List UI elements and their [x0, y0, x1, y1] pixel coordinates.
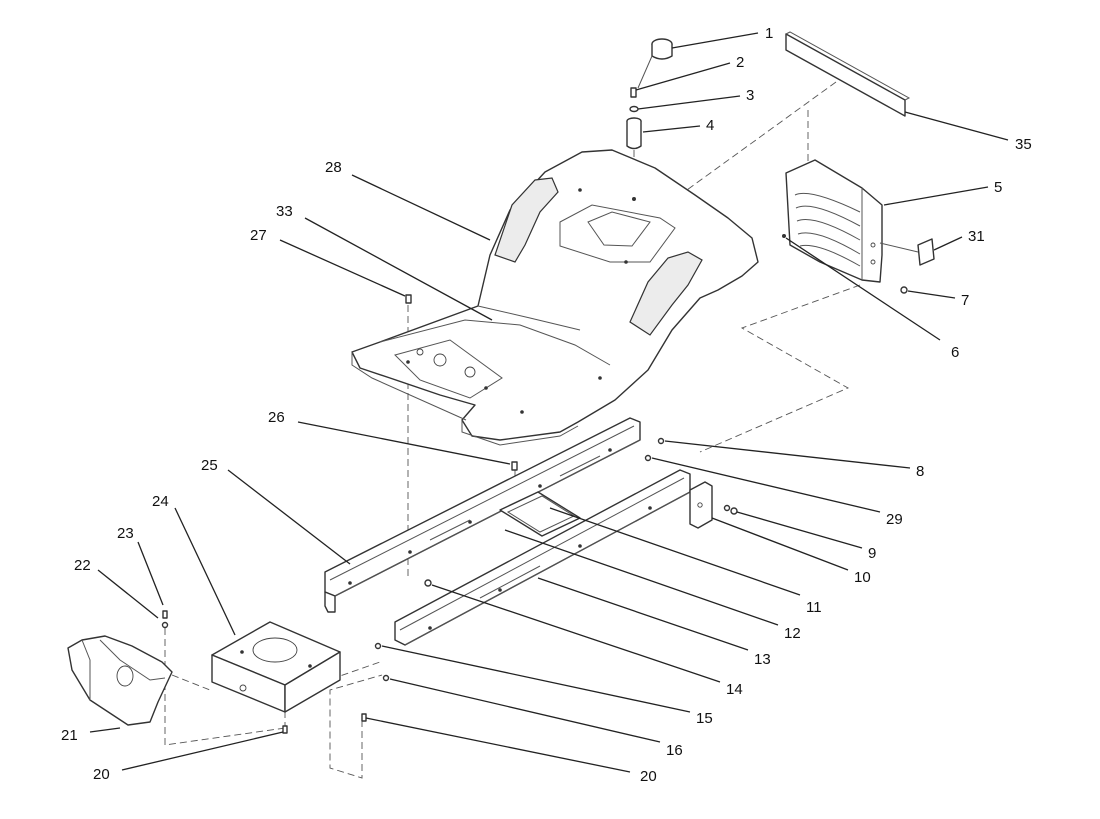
part-small-hardware — [161, 437, 738, 734]
callout-22: 22 — [74, 557, 91, 574]
part-frame-rail-left — [324, 417, 641, 613]
callout-24: 24 — [152, 493, 169, 510]
part-grille-screw — [900, 286, 908, 294]
callout-31: 31 — [968, 228, 985, 245]
callout-15: 15 — [696, 710, 713, 727]
callout-35: 35 — [1015, 136, 1032, 153]
callout-10: 10 — [854, 569, 871, 586]
callout-7: 7 — [961, 292, 969, 309]
callout-20-right: 20 — [640, 768, 657, 785]
callout-group: 1 2 3 4 35 5 31 7 6 28 33 27 26 — [61, 25, 1032, 785]
part-knob — [637, 38, 673, 89]
part-bolt-frame — [511, 461, 518, 471]
callout-2: 2 — [736, 54, 744, 71]
callout-1: 1 — [765, 25, 773, 42]
part-rear-bracket — [689, 481, 713, 529]
callout-14: 14 — [726, 681, 743, 698]
callout-5: 5 — [994, 179, 1002, 196]
callout-25: 25 — [201, 457, 218, 474]
callout-28: 28 — [325, 159, 342, 176]
callout-6: 6 — [951, 344, 959, 361]
part-bar — [785, 31, 911, 117]
part-decal — [879, 238, 935, 266]
callout-29: 29 — [886, 511, 903, 528]
callout-33: 33 — [276, 203, 293, 220]
part-screw-washer — [629, 87, 639, 113]
callout-13: 13 — [754, 651, 771, 668]
callout-21: 21 — [61, 727, 78, 744]
callout-9: 9 — [868, 545, 876, 562]
callout-4: 4 — [706, 117, 714, 134]
callout-12: 12 — [784, 625, 801, 642]
callout-11: 11 — [806, 599, 822, 616]
part-spacer — [626, 117, 642, 150]
part-bolt-upper — [405, 294, 412, 304]
part-front-bracket — [67, 635, 173, 726]
callout-26: 26 — [268, 409, 285, 426]
callout-20-left: 20 — [93, 766, 110, 783]
part-base-plate — [211, 621, 341, 713]
callout-27: 27 — [250, 227, 267, 244]
callout-23: 23 — [117, 525, 134, 542]
part-fender — [351, 149, 759, 446]
callout-16: 16 — [666, 742, 683, 759]
callout-8: 8 — [916, 463, 924, 480]
callout-3: 3 — [746, 87, 754, 104]
part-grille — [782, 159, 883, 283]
